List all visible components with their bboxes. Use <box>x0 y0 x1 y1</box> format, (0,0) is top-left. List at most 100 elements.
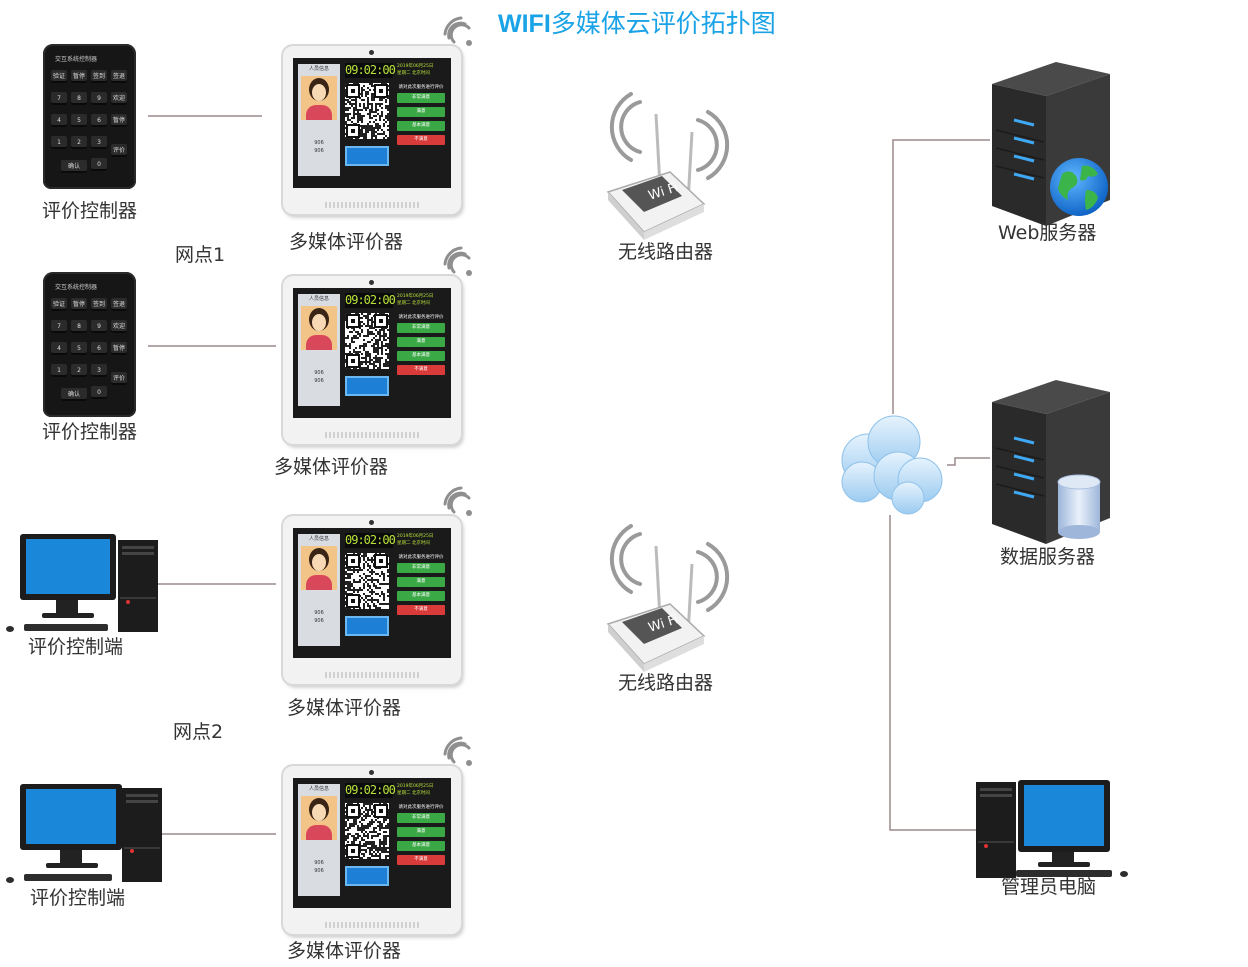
keypad-key: 5 <box>71 342 87 355</box>
speaker-grille <box>325 202 419 208</box>
label-router-1: 无线路由器 <box>618 241 714 263</box>
label-tablet-2: 多媒体评价器 <box>274 456 389 478</box>
keypad-key: 暂停 <box>71 298 87 311</box>
keypad-key: 6 <box>91 114 107 127</box>
rating-button[interactable]: 满意 <box>397 827 445 837</box>
date-line-2: 星期二 北京时间 <box>397 301 430 306</box>
status-bar <box>345 616 389 636</box>
label-data-server: 数据服务器 <box>1000 546 1096 568</box>
rating-button[interactable]: 不满意 <box>397 855 445 865</box>
status-bar <box>345 866 389 886</box>
link-cloud-admin <box>889 515 976 831</box>
keypad-brand: 交互系统控制器 <box>55 56 98 63</box>
date-line-1: 2019年06月25日 <box>397 64 434 69</box>
rating-button[interactable]: 不满意 <box>397 365 445 375</box>
staff-id: 906 <box>314 370 324 376</box>
keypad-key: 评价 <box>111 372 127 385</box>
rating-button[interactable]: 非常满意 <box>397 323 445 333</box>
label-site-1: 网点1 <box>175 244 226 266</box>
keypad-key: 3 <box>91 136 107 149</box>
label-tablet-1: 多媒体评价器 <box>289 231 404 253</box>
camera-icon <box>369 280 374 285</box>
rating-buttons: 请对此次服务进行评价非常满意满意基本满意不满意 <box>397 84 445 149</box>
keypad-key: 6 <box>91 342 107 355</box>
keypad-key: 暂停 <box>111 342 127 355</box>
rating-button[interactable]: 非常满意 <box>397 93 445 103</box>
label-controller-1: 评价控制器 <box>42 200 138 222</box>
clock: 09:02:00 <box>345 293 396 308</box>
staff-id: 906 <box>314 618 324 624</box>
speaker-grille <box>325 432 419 438</box>
router-icon: Wi Fi <box>606 92 730 240</box>
date-line-2: 星期二 北京时间 <box>397 791 430 796</box>
keypad-key: 1 <box>51 364 67 377</box>
wifi-icon <box>443 16 472 46</box>
keypad-key: 5 <box>71 114 87 127</box>
rating-button[interactable]: 基本满意 <box>397 841 445 851</box>
globe-icon <box>1050 158 1108 216</box>
wifi-icon <box>443 486 472 516</box>
rating-button[interactable]: 基本满意 <box>397 591 445 601</box>
staff-id: 906 <box>314 868 324 874</box>
rating-prompt: 请对此次服务进行评价 <box>398 805 444 810</box>
date-line-1: 2019年06月25日 <box>397 294 434 299</box>
keypad-key: 签退 <box>111 298 127 311</box>
status-bar <box>345 376 389 396</box>
date-line-2: 星期二 北京时间 <box>397 541 430 546</box>
staff-photo-icon <box>301 546 337 590</box>
keypad-key: 8 <box>71 320 87 333</box>
rating-button[interactable]: 基本满意 <box>397 351 445 361</box>
wifi-icon <box>443 736 472 766</box>
keypad-key: 4 <box>51 342 67 355</box>
rating-button[interactable]: 非常满意 <box>397 563 445 573</box>
diagram-title: WIFI多媒体云评价拓扑图 <box>498 9 776 38</box>
rating-button[interactable]: 不满意 <box>397 135 445 145</box>
keypad-key: 验证 <box>51 298 67 311</box>
desktop-pc-icon <box>976 780 1128 878</box>
qr-code-icon <box>345 313 389 369</box>
staff-label: 人员信息 <box>308 786 329 792</box>
staff-label: 人员信息 <box>308 536 329 542</box>
keypad-key: 欢迎 <box>111 92 127 105</box>
keypad-key: 确认 <box>61 160 87 173</box>
status-bar <box>345 146 389 166</box>
rating-button[interactable]: 不满意 <box>397 605 445 615</box>
rating-button[interactable]: 基本满意 <box>397 121 445 131</box>
keypad-key: 0 <box>91 158 107 171</box>
rating-button[interactable]: 满意 <box>397 577 445 587</box>
link-cloud-data <box>947 457 990 466</box>
rating-prompt: 请对此次服务进行评价 <box>398 555 444 560</box>
rating-prompt: 请对此次服务进行评价 <box>398 315 444 320</box>
keypad-key: 确认 <box>61 388 87 401</box>
label-tablet-3: 多媒体评价器 <box>287 697 402 719</box>
keypad-key: 4 <box>51 114 67 127</box>
keypad-brand: 交互系统控制器 <box>55 284 98 291</box>
rating-button[interactable]: 满意 <box>397 107 445 117</box>
date-line-2: 星期二 北京时间 <box>397 71 430 76</box>
keypad-key: 9 <box>91 92 107 105</box>
staff-photo-icon <box>301 796 337 840</box>
date-line-1: 2019年06月25日 <box>397 534 434 539</box>
label-controller-2: 评价控制器 <box>42 421 138 443</box>
staff-photo-icon <box>301 76 337 120</box>
rating-button[interactable]: 非常满意 <box>397 813 445 823</box>
rating-buttons: 请对此次服务进行评价非常满意满意基本满意不满意 <box>397 804 445 869</box>
keypad-key: 9 <box>91 320 107 333</box>
clock: 09:02:00 <box>345 533 396 548</box>
clock: 09:02:00 <box>345 63 396 78</box>
qr-code-icon <box>345 83 389 139</box>
rating-button[interactable]: 满意 <box>397 337 445 347</box>
keypad-key: 验证 <box>51 70 67 83</box>
rating-prompt: 请对此次服务进行评价 <box>398 85 444 90</box>
label-web-server: Web服务器 <box>998 222 1097 244</box>
